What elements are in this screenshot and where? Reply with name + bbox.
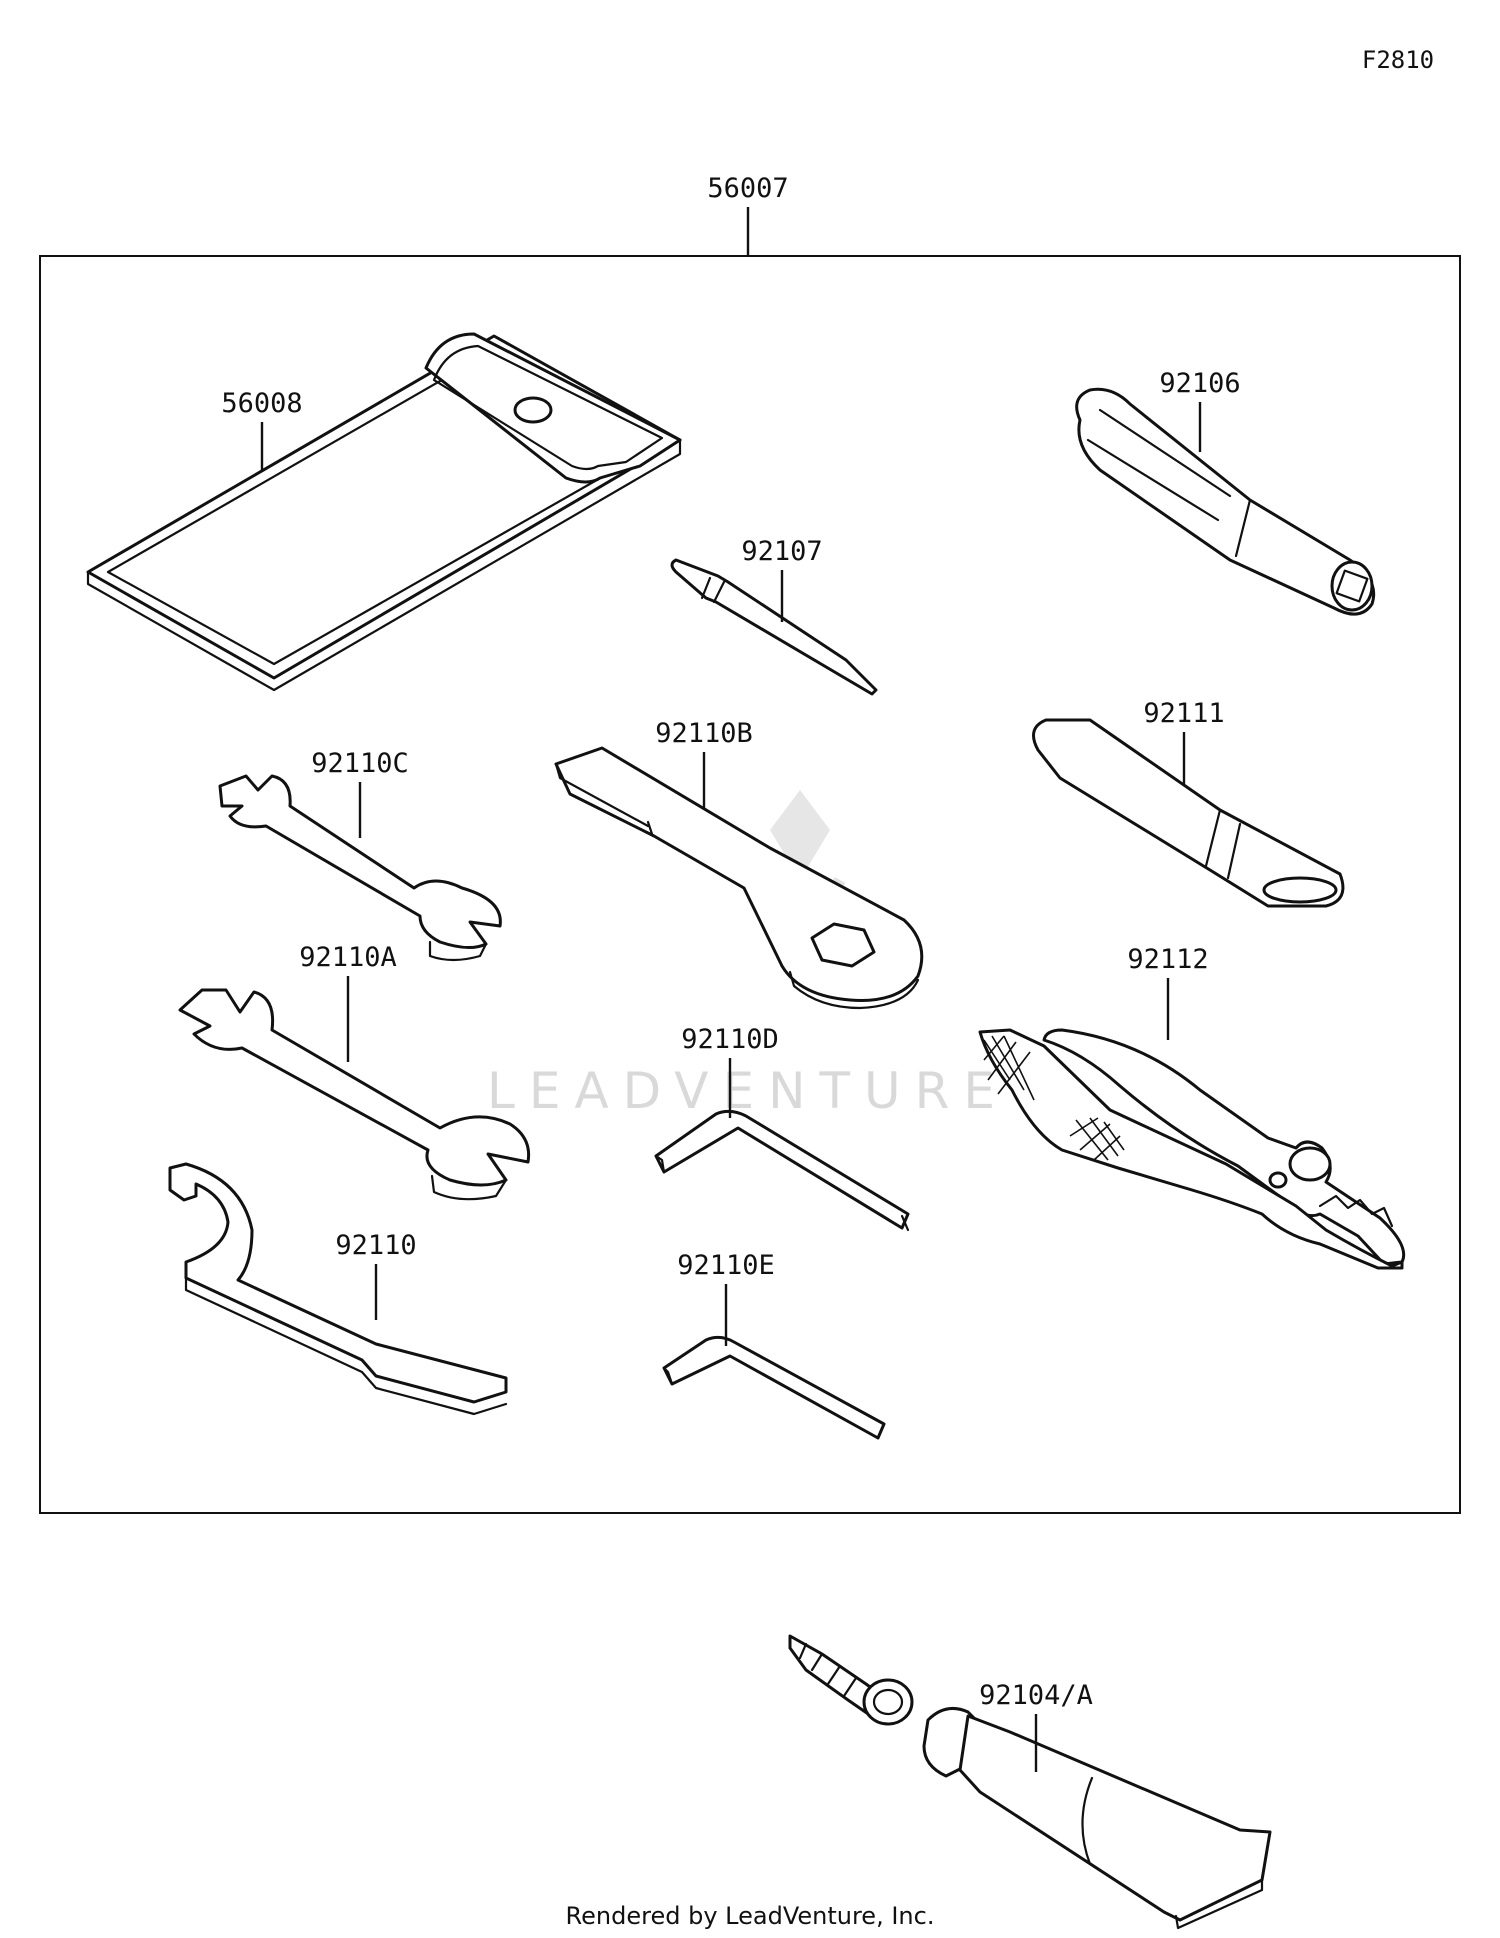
callout-label: 92106: [1159, 368, 1240, 399]
callout-label: 92110: [335, 1230, 416, 1261]
callout-screwdriver-handle[interactable]: 92106: [1159, 368, 1241, 452]
part-tube[interactable]: [788, 1634, 1272, 1930]
callout-label: 92111: [1143, 698, 1224, 729]
callout-hex-key-d[interactable]: 92110D: [681, 1024, 779, 1118]
callout-label: 92110B: [655, 718, 753, 749]
part-wrench-a[interactable]: [178, 988, 531, 1201]
callout-label: 56008: [221, 388, 302, 419]
callout-hook-wrench[interactable]: 92110: [335, 1230, 417, 1320]
callout-label: 92110A: [299, 942, 397, 973]
callout-screwdriver-bit[interactable]: 92107: [741, 536, 823, 622]
callout-label: 92110C: [311, 748, 409, 779]
callout-label: 56007: [707, 173, 788, 204]
callout-wrench-c[interactable]: 92110C: [311, 748, 409, 838]
callout-pliers[interactable]: 92112: [1127, 944, 1209, 1040]
callout-wrench-a[interactable]: 92110A: [299, 942, 397, 1062]
part-hook-wrench[interactable]: [168, 1162, 508, 1416]
part-screwdriver-handle[interactable]: [1075, 387, 1376, 616]
figure-code: F2810: [1362, 46, 1434, 74]
part-extension-bar[interactable]: [1032, 718, 1345, 908]
callout-pouch[interactable]: 56008: [221, 388, 303, 472]
part-hex-key-d[interactable]: [654, 1109, 910, 1232]
callout-ring-wrench-b[interactable]: 92110B: [655, 718, 753, 808]
part-pliers[interactable]: [978, 1028, 1406, 1270]
callout-label: 92107: [741, 536, 822, 567]
callout-hex-key-e[interactable]: 92110E: [677, 1250, 775, 1346]
part-screwdriver-bit[interactable]: [670, 558, 878, 696]
part-ring-wrench-b[interactable]: [554, 746, 924, 1010]
callout-kit[interactable]: 56007: [707, 173, 789, 256]
footer-credit: Rendered by LeadVenture, Inc.: [566, 1902, 935, 1930]
watermark-text: LEADVENTURE: [487, 1062, 1009, 1120]
kit-frame: [39, 255, 1461, 1514]
callout-label: 92110D: [681, 1024, 779, 1055]
callout-label: 92104/A: [979, 1680, 1093, 1711]
part-wrench-c[interactable]: [218, 774, 502, 962]
callout-label: 92112: [1127, 944, 1208, 975]
callout-extension-bar[interactable]: 92111: [1143, 698, 1225, 786]
part-hex-key-e[interactable]: [662, 1335, 886, 1440]
part-pouch[interactable]: [86, 332, 682, 692]
callout-tube[interactable]: 92104/A: [979, 1680, 1093, 1772]
callout-label: 92110E: [677, 1250, 775, 1281]
